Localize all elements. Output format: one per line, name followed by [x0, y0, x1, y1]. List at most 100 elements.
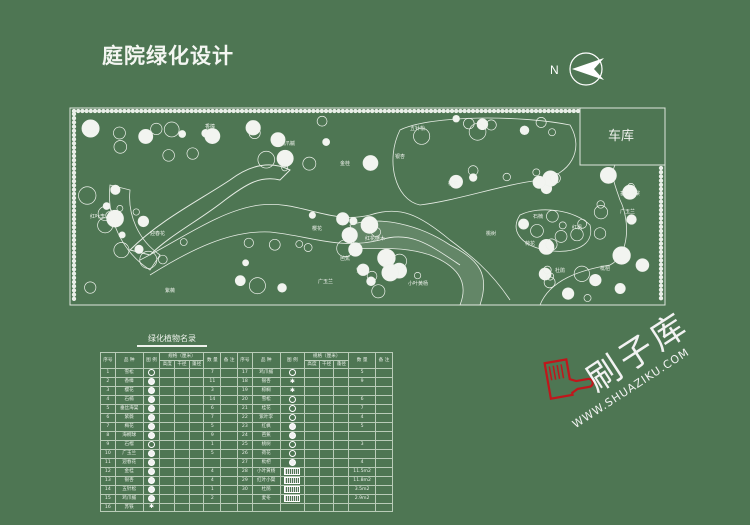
cell-qty: 14	[203, 395, 222, 406]
hedge-shrub	[658, 275, 664, 280]
hedge-shrub	[323, 108, 329, 114]
plant-label: 石楠	[533, 213, 543, 220]
hedge-shrub	[445, 108, 450, 114]
tree-symbol	[349, 217, 358, 226]
cell-no: 22	[237, 413, 253, 424]
cell-no: 18	[237, 377, 253, 388]
cell-no: 6	[100, 413, 116, 424]
hedge-shrub	[658, 178, 664, 183]
tree-symbol	[81, 119, 100, 138]
cell-no: 25	[237, 440, 253, 451]
header-spec: 规格（厘米）	[159, 351, 205, 362]
table-title-underline	[137, 345, 207, 347]
cell-no: 1	[100, 368, 116, 379]
lotus-pond	[515, 209, 592, 252]
cell-spec	[174, 395, 190, 406]
cell-spec	[188, 377, 205, 388]
hedge-shrub	[71, 191, 77, 196]
hedge-shrub	[290, 108, 295, 114]
fill-legend-icon	[288, 432, 296, 440]
cell-spec	[333, 404, 350, 415]
tree-symbol	[414, 272, 422, 280]
cell-no: 26	[237, 449, 253, 460]
cell-spec	[159, 440, 176, 451]
hedge-shrub	[71, 225, 77, 230]
tree-symbol	[84, 281, 97, 294]
cell-spec	[304, 395, 320, 406]
cell-note	[375, 440, 393, 451]
tree-symbol	[257, 150, 275, 169]
cell-no: 17	[237, 368, 253, 379]
hedge-shrub	[80, 108, 85, 114]
north-label: N	[550, 63, 559, 77]
tree-symbol	[302, 156, 317, 171]
hedge-shrub	[134, 108, 140, 114]
cell-spec	[174, 494, 190, 505]
hedge-shrub	[521, 108, 526, 114]
fill-legend-icon	[148, 405, 155, 413]
tree-symbol	[468, 123, 487, 141]
fill-legend-icon	[148, 468, 155, 476]
hedge-shrub	[658, 191, 664, 196]
tree-symbol	[360, 216, 379, 234]
plant-label: 广玉兰	[318, 278, 333, 285]
hedge-shrub	[210, 108, 215, 114]
cell-name: 石楠	[114, 395, 144, 406]
brush-logo-icon	[543, 358, 594, 400]
tree-symbol	[245, 120, 261, 136]
hedge-shrub	[658, 266, 664, 271]
hedge-shrub	[71, 258, 77, 264]
cell-spec	[318, 449, 335, 460]
tree-symbol	[593, 227, 607, 240]
cell-name: 银杏	[251, 377, 281, 388]
tree-symbol	[303, 243, 313, 252]
tree-symbol	[381, 264, 399, 282]
cell-note	[220, 440, 239, 451]
cell-qty	[348, 431, 377, 442]
garage-label: 车库	[608, 128, 634, 144]
plant-label: 垂丝海棠	[620, 190, 640, 197]
cell-qty	[348, 449, 377, 460]
plant-symbols	[78, 114, 650, 302]
hedge-shrub	[92, 108, 98, 114]
cell-no: 15	[100, 494, 116, 505]
hedge-shrub	[185, 108, 190, 114]
fill-legend-icon	[148, 450, 155, 458]
cell-spec	[318, 386, 335, 397]
tree-symbol	[562, 287, 575, 300]
cell-name: 小叶黄杨	[251, 467, 281, 478]
hedge-shrub	[658, 174, 664, 179]
cell-no: 28	[237, 467, 253, 478]
cell-spec	[188, 431, 205, 442]
cell-no: 19	[237, 386, 253, 397]
legend-cell	[279, 431, 306, 442]
header-crown: 蓬径	[188, 360, 205, 370]
hedge-shrub	[181, 108, 186, 114]
path-line	[149, 231, 461, 276]
tree-symbol	[583, 294, 592, 302]
hedge-shrub	[559, 108, 564, 114]
hedge-shrub	[71, 128, 77, 133]
header-name: 品 种	[251, 351, 281, 370]
cell-spec	[333, 431, 350, 442]
cell-spec	[188, 494, 205, 505]
legend-cell	[279, 467, 306, 478]
tree-symbol	[366, 276, 376, 287]
hedge-shrub	[349, 108, 354, 114]
hedge-shrub	[517, 108, 522, 114]
cell-spec	[188, 404, 205, 415]
cell-spec	[304, 494, 320, 505]
cell-no: 29	[237, 476, 253, 487]
hedge-shrub	[479, 108, 484, 114]
tree-symbol	[249, 277, 266, 295]
hatch-legend-icon	[284, 468, 301, 476]
hedge-shrub	[71, 132, 77, 138]
cell-spec	[188, 368, 205, 379]
cell-qty: 11.8m2	[348, 476, 377, 487]
tree-symbol	[234, 275, 246, 287]
tree-symbol	[543, 276, 556, 289]
cell-name: 红叶小檗	[251, 476, 281, 487]
ring-legend-icon	[288, 405, 296, 413]
